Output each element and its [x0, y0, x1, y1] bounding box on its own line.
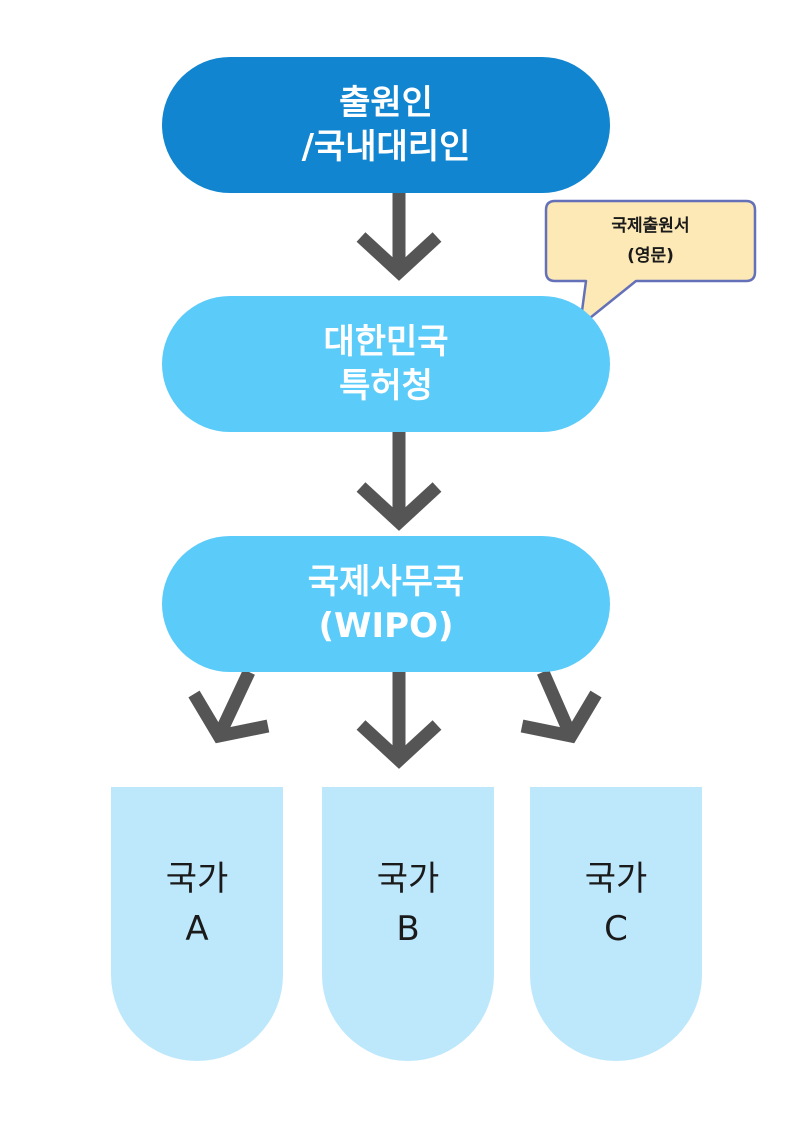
node-country-a: 국가 A — [111, 787, 283, 1061]
node-ib-line2: (WIPO) — [318, 606, 454, 646]
node-kipo-line2: 특허청 — [339, 366, 433, 406]
node-kipo: 대한민국 특허청 — [162, 296, 610, 432]
callout-application-form: 국제출원서 (영문) — [546, 201, 755, 281]
node-applicant: 출원인 /국내대리인 — [162, 57, 610, 193]
node-country-b: 국가 B — [322, 787, 494, 1061]
node-kipo-line1: 대한민국 — [323, 322, 449, 362]
country-c-line2: C — [604, 909, 628, 949]
country-a-line2: A — [185, 909, 209, 949]
arrow-kipo-to-ib — [356, 432, 442, 531]
arrow-ib-to-country-c — [520, 669, 602, 744]
arrow-ib-to-country-b — [356, 672, 442, 769]
country-c-line1: 국가 — [584, 859, 648, 899]
callout-line2: (영문) — [627, 246, 674, 266]
node-applicant-line2: /국내대리인 — [301, 127, 471, 167]
country-b-line1: 국가 — [376, 859, 440, 899]
node-applicant-line1: 출원인 — [339, 83, 433, 123]
callout-bubble — [544, 199, 757, 328]
node-ib: 국제사무국 (WIPO) — [162, 536, 610, 672]
country-b-line2: B — [396, 909, 420, 949]
node-country-c: 국가 C — [530, 787, 702, 1061]
country-a-line1: 국가 — [165, 859, 229, 899]
callout-line1: 국제출원서 — [611, 216, 690, 236]
node-ib-line1: 국제사무국 — [307, 562, 465, 602]
arrow-applicant-to-kipo — [356, 193, 442, 281]
arrow-ib-to-country-a — [188, 669, 270, 744]
